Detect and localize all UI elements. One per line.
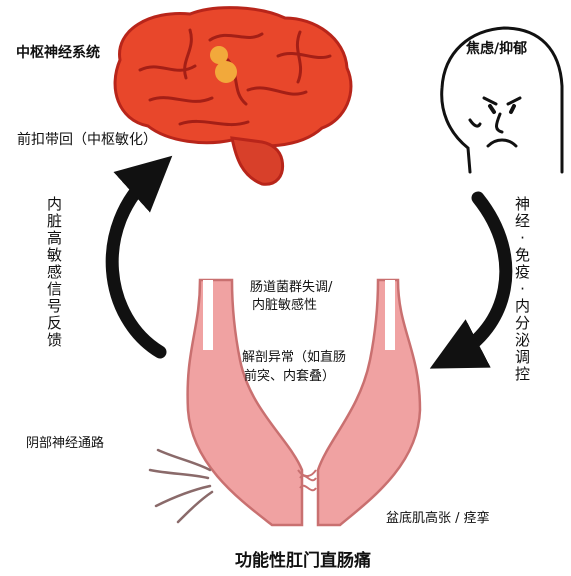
acc-label: 前扣带回（中枢敏化） xyxy=(17,132,157,150)
vertical-label-char: · xyxy=(514,281,531,298)
rectum-anatomy-icon xyxy=(150,280,420,525)
vertical-label-char: 号 xyxy=(46,298,63,315)
dysbiosis-label-line2: 内脏敏感性 xyxy=(252,298,317,314)
vertical-label-char: 泌 xyxy=(514,332,531,349)
vertical-label-char: 高 xyxy=(46,230,63,247)
vertical-label-char: 经 xyxy=(514,213,531,230)
brain-icon xyxy=(115,8,351,185)
vertical-label-char: 调 xyxy=(514,349,531,366)
anatomy-label-line2: 前突、内套叠） xyxy=(244,369,335,385)
vertical-label-char: 馈 xyxy=(46,332,63,349)
vertical-label-char: 内 xyxy=(514,298,531,315)
vertical-label-char: 脏 xyxy=(46,213,63,230)
regulation-arrow-right xyxy=(454,198,506,356)
pelvic-label: 盆底肌高张 / 痉挛 xyxy=(386,511,490,527)
vertical-label-char: 神 xyxy=(514,196,531,213)
cns-label: 中枢神经系统 xyxy=(16,45,100,63)
anatomy-label-line1: 解剖异常（如直肠 xyxy=(242,350,346,366)
vertical-label-char: 疫 xyxy=(514,264,531,281)
vertical-label-char: 反 xyxy=(46,315,63,332)
pudendal-label: 阴部神经通路 xyxy=(26,436,104,452)
vertical-label-char: 内 xyxy=(46,196,63,213)
vertical-label-char: · xyxy=(514,230,531,247)
right-loop-label: 神经·免疫·内分泌调控 xyxy=(514,196,531,383)
dysbiosis-label-line1: 肠道菌群失调/ xyxy=(250,280,332,296)
vertical-label-char: 敏 xyxy=(46,247,63,264)
vertical-label-char: 分 xyxy=(514,315,531,332)
left-loop-label: 内脏高敏感信号反馈 xyxy=(46,196,63,349)
vertical-label-char: 信 xyxy=(46,281,63,298)
feedback-arrow-left xyxy=(112,174,160,352)
diagram-title: 功能性肛门直肠痛 xyxy=(235,551,371,572)
anxiety-label: 焦虑/抑郁 xyxy=(466,41,527,59)
vertical-label-char: 免 xyxy=(514,247,531,264)
vertical-label-char: 控 xyxy=(514,366,531,383)
vertical-label-char: 感 xyxy=(46,264,63,281)
